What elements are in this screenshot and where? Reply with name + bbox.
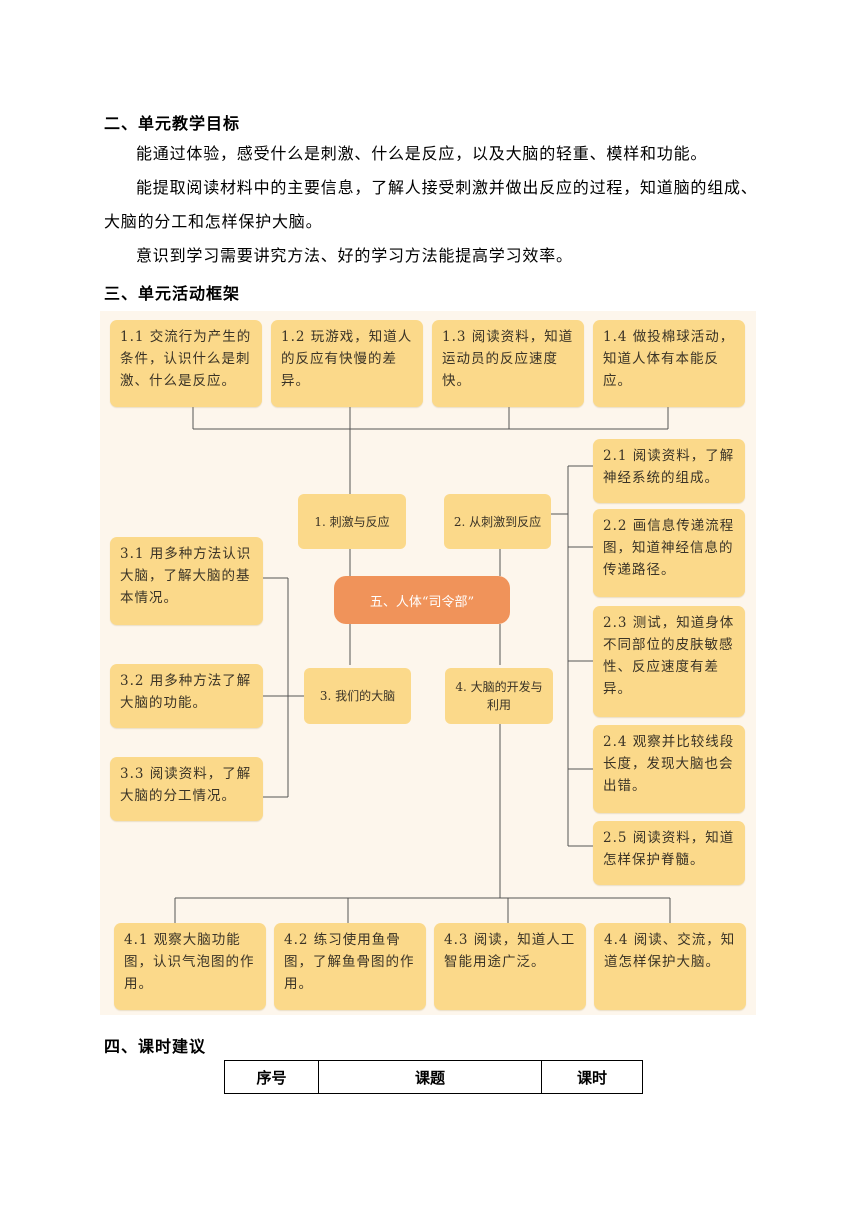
goal-paragraph-3: 意识到学习需要讲究方法、好的学习方法能提高学习效率。 [136,246,573,265]
activity-box-2-3: 2.3 测试，知道身体不同部位的皮肤敏感性、反应速度有差异。 [593,606,745,717]
node-our-brain: 3. 我们的大脑 [304,668,411,724]
section-heading-framework: 三、单元活动框架 [104,284,241,303]
activity-box-1-1: 1.1 交流行为产生的条件，认识什么是刺激、什么是反应。 [110,320,262,407]
table-header-hours: 课时 [541,1060,643,1094]
activity-box-3-1: 3.1 用多种方法认识大脑，了解大脑的基本情况。 [110,537,263,625]
activity-box-4-1: 4.1 观察大脑功能图，认识气泡图的作用。 [114,923,266,1010]
activity-box-2-5: 2.5 阅读资料，知道怎样保护脊髓。 [593,821,745,885]
table-header-number: 序号 [224,1060,319,1094]
node-stimulus-to-response: 2. 从刺激到反应 [444,494,551,549]
activity-box-2-1: 2.1 阅读资料，了解神经系统的组成。 [593,439,745,503]
section-heading-goals: 二、单元教学目标 [104,114,241,133]
activity-box-2-2: 2.2 画信息传递流程图，知道神经信息的传递路径。 [593,509,745,597]
activity-box-2-4: 2.4 观察并比较线段长度，发现大脑也会出错。 [593,725,745,813]
activity-box-3-2: 3.2 用多种方法了解大脑的功能。 [110,664,263,728]
activity-framework-diagram: 1.1 交流行为产生的条件，认识什么是刺激、什么是反应。 1.2 玩游戏，知道人… [100,311,756,1015]
activity-box-4-4: 4.4 阅读、交流，知道怎样保护大脑。 [594,923,746,1010]
goal-paragraph-2: 能提取阅读材料中的主要信息，了解人接受刺激并做出反应的过程，知道脑的组成、 [136,178,758,197]
table-header-topic: 课题 [318,1060,542,1094]
lesson-table: 序号 课题 课时 [224,1060,643,1094]
connector-lines [174,407,671,923]
section-heading-lesson-plan: 四、课时建议 [104,1037,207,1056]
activity-box-4-2: 4.2 练习使用鱼骨图，了解鱼骨图的作用。 [274,923,426,1010]
activity-box-3-3: 3.3 阅读资料，了解大脑的分工情况。 [110,757,263,821]
goal-paragraph-2-cont: 大脑的分工和怎样保护大脑。 [104,212,323,231]
activity-box-4-3: 4.3 阅读，知道人工智能用途广泛。 [434,923,586,1010]
activity-box-1-3: 1.3 阅读资料，知道运动员的反应速度快。 [432,320,584,407]
activity-box-1-4: 1.4 做投棉球活动，知道人体有本能反应。 [593,320,745,407]
center-node-human-command: 五、人体“司令部” [334,576,510,624]
node-brain-development: 4. 大脑的开发与利用 [445,668,553,724]
table-header-row: 序号 课题 课时 [224,1060,643,1094]
activity-box-1-2: 1.2 玩游戏，知道人的反应有快慢的差异。 [271,320,423,407]
node-stimulus-response: 1. 刺激与反应 [298,494,406,549]
goal-paragraph-1: 能通过体验，感受什么是刺激、什么是反应，以及大脑的轻重、模样和功能。 [136,144,708,163]
